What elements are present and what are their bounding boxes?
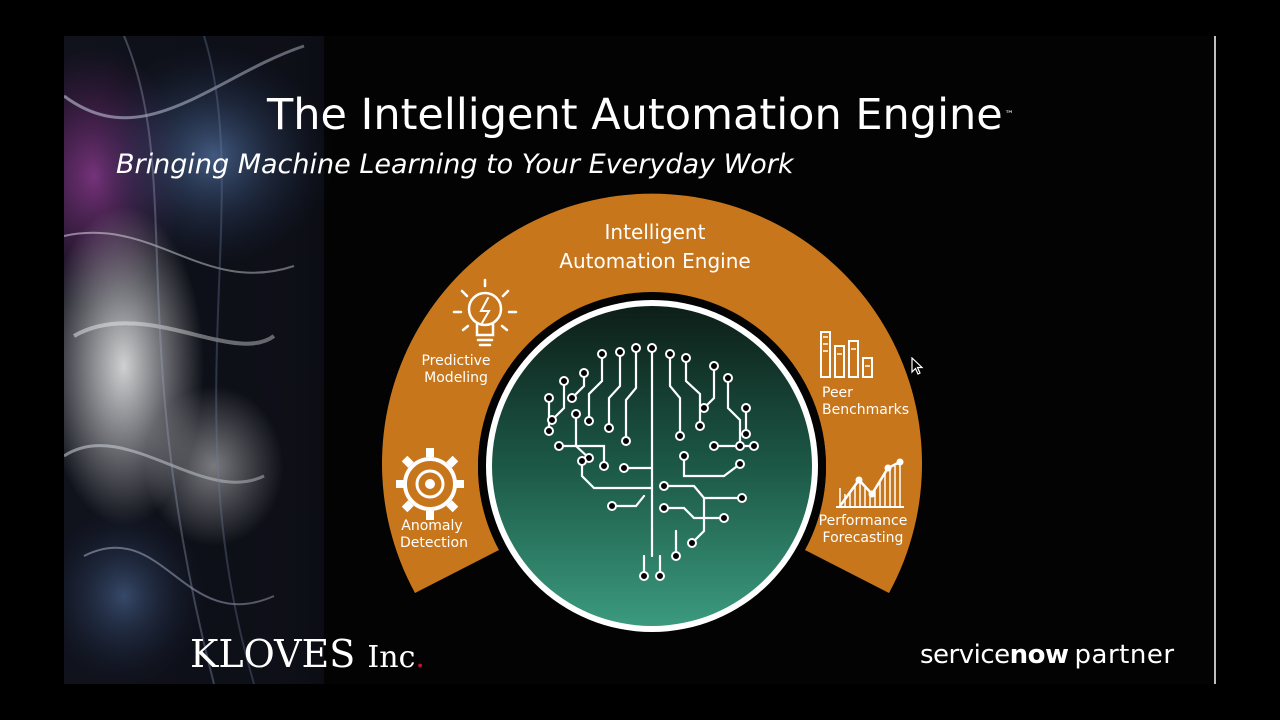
trademark-mark: ™ bbox=[1004, 110, 1014, 120]
performance-forecasting-label-line2: Forecasting bbox=[823, 530, 904, 546]
kloves-logo-suffix: Inc bbox=[367, 640, 416, 675]
circuit-brain-icon bbox=[544, 343, 759, 581]
arc-title-line2: Automation Engine bbox=[559, 249, 750, 273]
predictive-modeling-label-line2: Modeling bbox=[424, 370, 488, 386]
line-chart-icon bbox=[836, 458, 904, 508]
servicenow-logo-service: service bbox=[920, 640, 1010, 670]
slide-subtitle: Bringing Machine Learning to Your Everyd… bbox=[116, 149, 794, 180]
lightbulb-icon bbox=[452, 278, 518, 347]
bar-chart-icon bbox=[820, 331, 873, 378]
kloves-logo: KLOVES Inc. bbox=[190, 632, 425, 676]
gear-icon bbox=[396, 448, 464, 520]
automation-engine-diagram: Intelligent Automation Engine Predictive… bbox=[382, 193, 922, 640]
slide-title-text: The Intelligent Automation Engine bbox=[267, 90, 1003, 140]
window-edge bbox=[1214, 36, 1216, 684]
performance-forecasting-label-line1: Performance bbox=[819, 513, 908, 529]
anomaly-detection-label-line2: Detection bbox=[400, 535, 468, 551]
servicenow-logo-now: now bbox=[1009, 640, 1069, 670]
anomaly-detection-label-line1: Anomaly bbox=[401, 518, 462, 534]
peer-benchmarks-label-line2: Benchmarks bbox=[822, 402, 909, 418]
engine-arc-band bbox=[382, 193, 922, 593]
arc-title-line1: Intelligent bbox=[605, 220, 706, 244]
predictive-modeling-label-line1: Predictive bbox=[421, 353, 490, 369]
kloves-logo-dot: . bbox=[415, 640, 425, 675]
kloves-logo-name: KLOVES bbox=[190, 632, 356, 676]
servicenow-logo-partner: partner bbox=[1074, 640, 1175, 670]
mouse-cursor-icon bbox=[911, 357, 924, 375]
peer-benchmarks-label-line1: Peer bbox=[822, 385, 853, 401]
